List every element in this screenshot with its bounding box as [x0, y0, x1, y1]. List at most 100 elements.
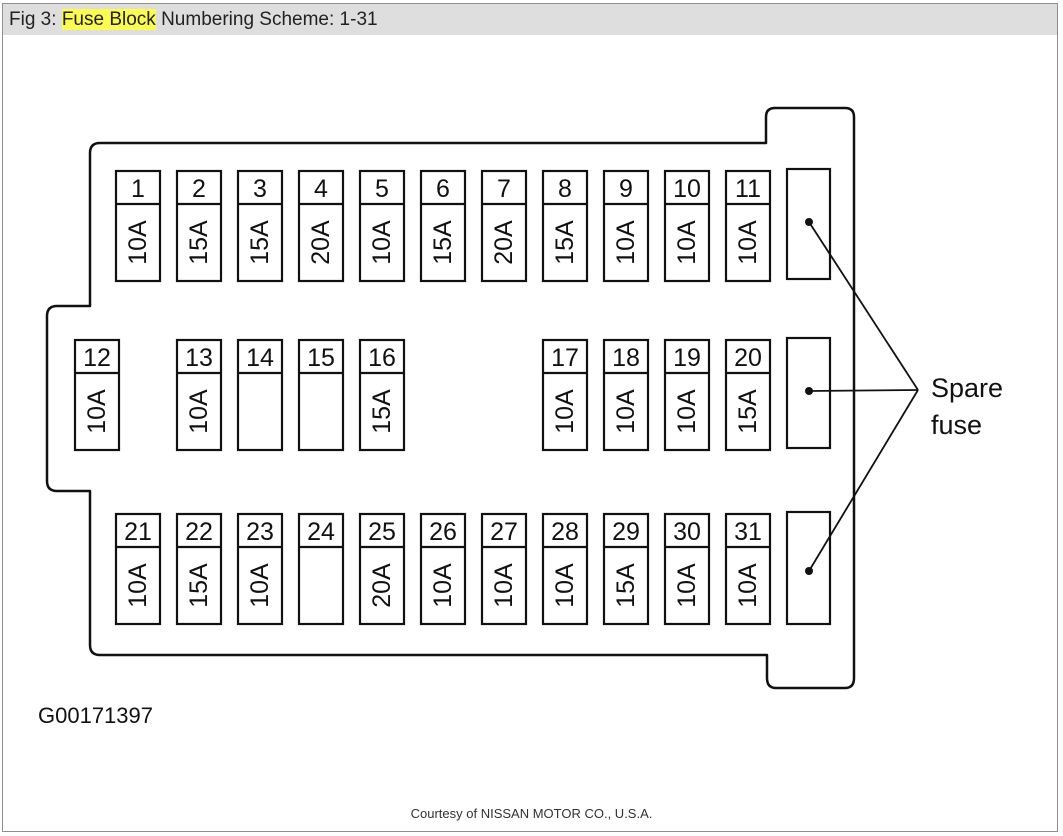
fuse-body: [297, 512, 345, 626]
fuse-body: [73, 338, 121, 452]
fuse-body: [419, 169, 467, 283]
fuse-body: [602, 338, 650, 452]
fuse-rating: 10A: [734, 220, 762, 265]
fuse-number: 3: [253, 175, 267, 203]
fuse-number: 14: [246, 344, 274, 372]
fuse-group: 110A215A315A420A510A615A720A815A910A1010…: [73, 169, 772, 626]
fuse-14: 14: [236, 338, 284, 452]
fuse-25: 25 20A: [358, 512, 406, 626]
fuse-body: [480, 512, 528, 626]
fuse-number: 9: [619, 175, 633, 203]
fuse-rating: 20A: [490, 220, 518, 265]
fuse-rating: 10A: [246, 563, 274, 608]
spare-leader-lines: [808, 221, 919, 572]
fuse-body: [236, 338, 284, 452]
fuse-rating: 15A: [185, 220, 213, 265]
fuse-body: [663, 169, 711, 283]
fuse-block-outline: [45, 106, 856, 690]
fuse-20: 20 15A: [724, 338, 772, 452]
fuse-17: 17 10A: [541, 338, 589, 452]
fuse-body: [663, 338, 711, 452]
fuse-number: 30: [673, 518, 701, 546]
fuse-number: 23: [246, 518, 274, 546]
fuse-rating: 10A: [185, 389, 213, 434]
fuse-body: [541, 512, 589, 626]
fuse-rating: 10A: [368, 220, 396, 265]
fuse-30: 30 10A: [663, 512, 711, 626]
fuse-number: 17: [551, 344, 579, 372]
spare-label-line2: fuse: [931, 410, 982, 440]
fuse-number: 1: [131, 175, 145, 203]
fuse-body: [175, 338, 223, 452]
spare-label-line1: Spare: [931, 373, 1003, 403]
fuse-body: [358, 169, 406, 283]
figure-id: G00171397: [38, 703, 153, 728]
leader-line: [808, 389, 919, 392]
credit-line: Courtesy of NISSAN MOTOR CO., U.S.A.: [410, 806, 653, 821]
leader-line: [808, 221, 919, 391]
fuse-24: 24: [297, 512, 345, 626]
fuse-rating: 10A: [124, 563, 152, 608]
leader-line: [808, 389, 919, 572]
fuse-body: [541, 338, 589, 452]
fuse-number: 16: [368, 344, 396, 372]
fuse-rating: 15A: [429, 220, 457, 265]
fuse-15: 15: [297, 338, 345, 452]
fuse-number: 22: [185, 518, 213, 546]
fuse-rating: 10A: [673, 563, 701, 608]
fuse-21: 21 10A: [114, 512, 162, 626]
title-highlight: Fuse Block: [61, 9, 156, 30]
fuse-body: [602, 512, 650, 626]
fuse-rating: 20A: [368, 563, 396, 608]
fuse-number: 26: [429, 518, 457, 546]
fuse-23: 23 10A: [236, 512, 284, 626]
fuse-body: [724, 338, 772, 452]
fuse-number: 10: [673, 175, 701, 203]
fuse-number: 18: [612, 344, 640, 372]
fuse-number: 21: [124, 518, 152, 546]
fuse-number: 15: [307, 344, 335, 372]
fuse-body: [236, 512, 284, 626]
spare-fuse-group: [785, 167, 832, 626]
fuse-body: [724, 169, 772, 283]
fuse-number: 28: [551, 518, 579, 546]
fuse-number: 20: [734, 344, 762, 372]
fuse-rating: 10A: [612, 220, 640, 265]
fuse-body: [358, 512, 406, 626]
fuse-number: 8: [558, 175, 572, 203]
fuse-body: [175, 169, 223, 283]
fuse-rating: 10A: [551, 389, 579, 434]
fuse-16: 16 15A: [358, 338, 406, 452]
fuse-number: 24: [307, 518, 335, 546]
figure-title: Fig 3: Fuse Block Numbering Scheme: 1-31: [3, 4, 1057, 35]
fuse-body: [114, 512, 162, 626]
fuse-number: 27: [490, 518, 518, 546]
fuse-body: [419, 512, 467, 626]
title-prefix: Fig 3:: [9, 9, 62, 30]
fuse-body: [480, 169, 528, 283]
fuse-body: [114, 169, 162, 283]
fuse-rating: 20A: [307, 220, 335, 265]
title-suffix: Numbering Scheme: 1-31: [155, 9, 378, 30]
fuse-rating: 15A: [368, 389, 396, 434]
fuse-number: 25: [368, 518, 396, 546]
fuse-rating: 10A: [551, 563, 579, 608]
fuse-rating: 15A: [734, 389, 762, 434]
